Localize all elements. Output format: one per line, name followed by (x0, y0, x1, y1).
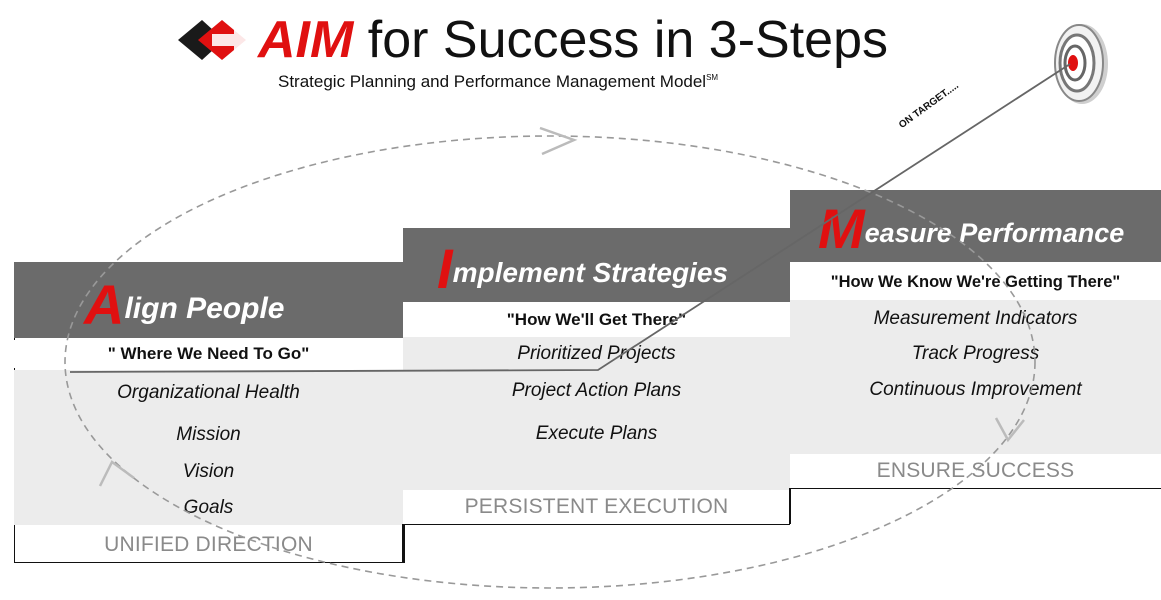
aim-diamond-logo-icon (178, 20, 248, 60)
step-measure-initial: M (818, 197, 865, 260)
cycle-arrow-left-icon (98, 460, 135, 487)
list-item: Prioritized Projects (517, 343, 676, 364)
step-measure-left-border (789, 488, 791, 524)
list-item: Mission (176, 424, 241, 445)
step-measure-body: Measurement Indicators Track Progress Co… (790, 300, 1161, 454)
on-target-line (69, 63, 1071, 373)
list-item: Track Progress (911, 343, 1040, 364)
step-implement-left-border (402, 524, 404, 562)
step-align-header: Align People (14, 262, 403, 338)
list-item: Organizational Health (117, 382, 300, 403)
step-implement-footer: PERSISTENT EXECUTION (403, 492, 790, 522)
step-align-initial: A (84, 273, 125, 336)
step-align-footer: UNIFIED DIRECTION (15, 530, 402, 560)
page-title: AIM for Success in 3-Steps (258, 10, 888, 70)
cycle-ellipse (64, 135, 1036, 589)
list-item: Execute Plans (535, 423, 658, 444)
list-item: Goals (183, 497, 234, 518)
step-implement-tagline: "How We'll Get There" (403, 305, 790, 335)
step-implement-initial: I (437, 237, 453, 300)
title-rest: for Success in 3-Steps (353, 11, 889, 69)
step-measure-title: easure Performance (864, 218, 1125, 248)
bullseye-target-icon (1054, 24, 1108, 104)
list-item: Measurement Indicators (873, 308, 1078, 329)
step-measure-footer: ENSURE SUCCESS (790, 456, 1161, 486)
list-item: Vision (182, 461, 235, 482)
list-item: Continuous Improvement (869, 379, 1082, 400)
step-implement-body: Prioritized Projects Project Action Plan… (403, 337, 790, 490)
cycle-arrow-top-icon (539, 126, 578, 156)
step-align-body: Organizational Health Mission Vision Goa… (14, 370, 403, 525)
step-implement-header: Implement Strategies (403, 228, 790, 302)
step-measure-tagline: "How We Know We're Getting There" (790, 266, 1161, 298)
title-aim: AIM (258, 11, 354, 69)
subtitle-text: Strategic Planning and Performance Manag… (278, 72, 707, 91)
step-align-tagline: " Where We Need To Go" (14, 340, 403, 368)
step-measure-header: Measure Performance (790, 190, 1161, 262)
service-mark: SM (706, 73, 719, 82)
list-item: Project Action Plans (511, 380, 682, 401)
step-implement-title: mplement Strategies (452, 257, 728, 288)
cycle-arrow-right-icon (994, 417, 1025, 443)
step-align-title: lign People (124, 292, 285, 325)
page-subtitle: Strategic Planning and Performance Manag… (278, 72, 718, 92)
